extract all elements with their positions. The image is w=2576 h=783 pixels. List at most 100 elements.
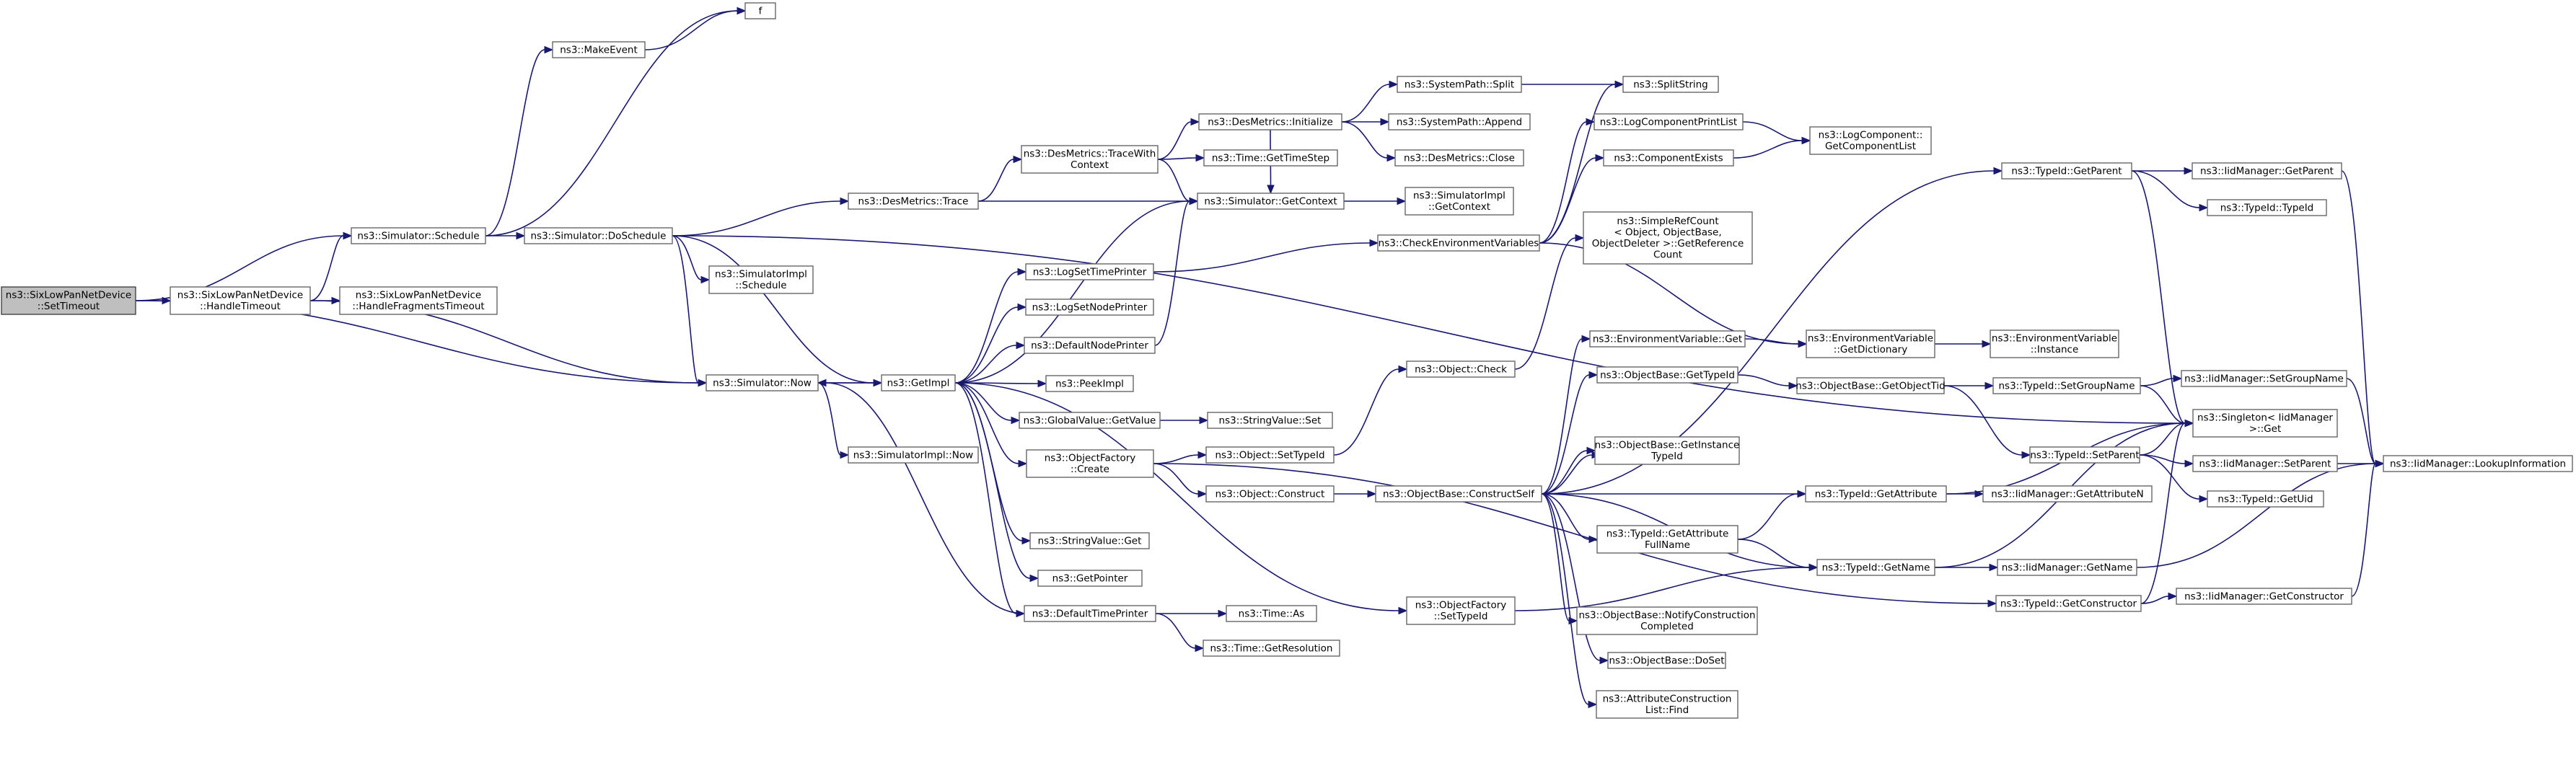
node-timeGetRes[interactable]: ns3::Time::GetResolution xyxy=(1203,640,1340,657)
node-simImplSchedule[interactable]: ns3::SimulatorImpl::Schedule xyxy=(708,265,814,294)
node-label: ::Schedule xyxy=(735,280,786,291)
node-iidGetParent[interactable]: ns3::IidManager::GetParent xyxy=(2192,162,2342,180)
node-desInit[interactable]: ns3::DesMetrics::Initialize xyxy=(1198,113,1342,130)
node-ofSetTypeId[interactable]: ns3::ObjectFactory::SetTypeId xyxy=(1406,596,1516,625)
edge-desInit-to-sysSplit xyxy=(1341,80,1399,123)
node-envVarInstance[interactable]: ns3::EnvironmentVariable::Instance xyxy=(1990,329,2119,358)
node-tidGetName[interactable]: ns3::TypeId::GetName xyxy=(1816,559,1935,576)
node-desClose[interactable]: ns3::DesMetrics::Close xyxy=(1394,149,1524,167)
node-root[interactable]: ns3::SixLowPanNetDevice::SetTimeout xyxy=(1,286,136,315)
node-label: ns3::IidManager::LookupInformation xyxy=(2390,458,2566,469)
node-svSet[interactable]: ns3::StringValue::Set xyxy=(1207,412,1333,429)
edge-obConstructSelf-to-tidGetAttrFull xyxy=(1541,493,1599,544)
node-iidLookup[interactable]: ns3::IidManager::LookupInformation xyxy=(2383,455,2573,472)
node-box xyxy=(2192,455,2338,472)
edge-getImpl-to-ofSetTypeId xyxy=(954,382,1408,615)
edge-ofCreate-to-objSetTypeId xyxy=(1153,451,1208,464)
edge-obConstructSelf-to-obNotify xyxy=(1541,493,1578,625)
node-singletonGet[interactable]: ns3::Singleton< IidManager>::Get xyxy=(2192,409,2338,438)
node-getImpl[interactable]: ns3::GetImpl xyxy=(881,374,956,392)
node-compExists[interactable]: ns3::ComponentExists xyxy=(1603,149,1734,167)
node-box xyxy=(1019,412,1161,429)
edge-makeEvent-to-f xyxy=(644,6,747,50)
node-obGetObjectTid[interactable]: ns3::ObjectBase::GetObjectTid xyxy=(1795,377,1946,394)
node-tidGetParent[interactable]: ns3::TypeId::GetParent xyxy=(2001,162,2132,180)
node-iidSetParent[interactable]: ns3::IidManager::SetParent xyxy=(2192,455,2338,472)
node-tidSetGroupName[interactable]: ns3::TypeId::SetGroupName xyxy=(1992,377,2141,394)
node-peekImpl[interactable]: ns3::PeekImpl xyxy=(1045,375,1134,392)
node-sysSplit[interactable]: ns3::SystemPath::Split xyxy=(1397,76,1522,93)
node-envVarGet[interactable]: ns3::EnvironmentVariable::Get xyxy=(1589,330,1746,348)
node-objConstruct[interactable]: ns3::Object::Construct xyxy=(1205,485,1335,503)
node-makeEvent[interactable]: ns3::MakeEvent xyxy=(552,41,646,58)
node-simDoSchedule[interactable]: ns3::Simulator::DoSchedule xyxy=(524,227,673,244)
node-tidGetConstructor[interactable]: ns3::TypeId::GetConstructor xyxy=(1995,595,2142,612)
node-logSetTime[interactable]: ns3::LogSetTimePrinter xyxy=(1025,263,1154,280)
node-getPointer[interactable]: ns3::GetPointer xyxy=(1037,570,1143,587)
node-objCheck[interactable]: ns3::Object::Check xyxy=(1406,360,1516,378)
node-simNow[interactable]: ns3::Simulator::Now xyxy=(705,374,819,392)
node-svGet[interactable]: ns3::StringValue::Get xyxy=(1029,532,1150,549)
node-sysAppend[interactable]: ns3::SystemPath::Append xyxy=(1388,113,1531,130)
edge-getImpl-to-ofCreate xyxy=(954,382,1028,468)
node-obNotify[interactable]: ns3::ObjectBase::NotifyConstructionCompl… xyxy=(1576,606,1758,635)
edge-simDoSchedule-to-desTrace xyxy=(672,197,850,236)
node-tidGetUid[interactable]: ns3::TypeId::GetUid xyxy=(2207,490,2324,508)
node-defNodePrinter[interactable]: ns3::DefaultNodePrinter xyxy=(1024,337,1156,354)
node-box xyxy=(1026,449,1154,478)
node-simSchedule[interactable]: ns3::Simulator::Schedule xyxy=(351,227,486,244)
node-ofCreate[interactable]: ns3::ObjectFactory::Create xyxy=(1026,449,1154,478)
node-tidGetAttr[interactable]: ns3::TypeId::GetAttribute xyxy=(1805,485,1947,503)
node-label: ns3::EnvironmentVariable xyxy=(1992,333,2117,345)
node-gvGetValue[interactable]: ns3::GlobalValue::GetValue xyxy=(1019,412,1161,429)
node-label: ns3::TypeId::SetGroupName xyxy=(1998,380,2135,392)
node-box xyxy=(1596,366,1738,384)
node-handleTimeout[interactable]: ns3::SixLowPanNetDevice::HandleTimeout xyxy=(170,286,311,315)
node-envVarGetDict[interactable]: ns3::EnvironmentVariable::GetDictionary xyxy=(1806,329,1935,358)
node-logCompPrintList[interactable]: ns3::LogComponentPrintList xyxy=(1593,113,1744,130)
node-label: ns3::SimulatorImpl xyxy=(1413,190,1505,202)
node-obConstructSelf[interactable]: ns3::ObjectBase::ConstructSelf xyxy=(1375,485,1542,503)
node-iidGetAttrN[interactable]: ns3::IidManager::GetAttributeN xyxy=(1982,485,2153,503)
node-handleFrag[interactable]: ns3::SixLowPanNetDevice::HandleFragments… xyxy=(339,286,498,315)
edge-iidSetGroupName-to-iidLookup xyxy=(2346,378,2385,468)
node-tidSetParent[interactable]: ns3::TypeId::SetParent xyxy=(2029,446,2140,464)
node-f[interactable]: f xyxy=(744,2,776,19)
node-label: ns3::ObjectBase::GetObjectTid xyxy=(1795,380,1945,392)
node-logCompGetList[interactable]: ns3::LogComponent::GetComponentList xyxy=(1809,126,1932,155)
node-simGetContext[interactable]: ns3::Simulator::GetContext xyxy=(1197,193,1345,210)
node-box xyxy=(1607,652,1726,669)
node-label: ObjectDeleter >::GetReference xyxy=(1592,238,1744,249)
node-defTimePrinter[interactable]: ns3::DefaultTimePrinter xyxy=(1024,605,1156,622)
edge-tidGetConstructor-to-singletonGet xyxy=(2140,419,2194,604)
node-simImplNow[interactable]: ns3::SimulatorImpl::Now xyxy=(848,446,979,464)
edge-obConstructSelf-to-acListFind xyxy=(1541,493,1598,709)
node-iidSetGroupName[interactable]: ns3::IidManager::SetGroupName xyxy=(2181,370,2347,387)
node-label: ns3::Object::Construct xyxy=(1216,488,1325,500)
node-box xyxy=(1603,149,1734,167)
node-iidGetConstructor[interactable]: ns3::IidManager::GetConstructor xyxy=(2176,588,2352,605)
node-iidGetName[interactable]: ns3::IidManager::GetName xyxy=(1997,559,2137,576)
node-box xyxy=(1021,145,1159,174)
node-logSetNode[interactable]: ns3::LogSetNodePrinter xyxy=(1025,298,1154,316)
node-checkEnvVars[interactable]: ns3::CheckEnvironmentVariables xyxy=(1377,234,1540,252)
edge-defNodePrinter-to-simGetContext xyxy=(1154,197,1199,346)
node-tidTypeId[interactable]: ns3::TypeId::TypeId xyxy=(2207,199,2327,216)
node-desTrace[interactable]: ns3::DesMetrics::Trace xyxy=(848,193,979,210)
node-objSetTypeId[interactable]: ns3::Object::SetTypeId xyxy=(1205,446,1335,464)
node-label: >::Get xyxy=(2249,423,2281,435)
node-simpleRefCount[interactable]: ns3::SimpleRefCount< Object, ObjectBase,… xyxy=(1583,211,1753,265)
edge-desTrace-to-desTraceWith xyxy=(977,155,1023,202)
node-simImplGetContext[interactable]: ns3::SimulatorImpl::GetContext xyxy=(1405,187,1514,216)
node-splitString[interactable]: ns3::SplitString xyxy=(1622,76,1719,93)
node-box xyxy=(1198,113,1342,130)
node-obDoSet[interactable]: ns3::ObjectBase::DoSet xyxy=(1607,652,1726,669)
node-box xyxy=(708,265,814,294)
node-timeAs[interactable]: ns3::Time::As xyxy=(1226,605,1317,622)
node-obGetTypeId[interactable]: ns3::ObjectBase::GetTypeId xyxy=(1596,366,1738,384)
node-timeGetTimeStep[interactable]: ns3::Time::GetTimeStep xyxy=(1203,149,1338,167)
